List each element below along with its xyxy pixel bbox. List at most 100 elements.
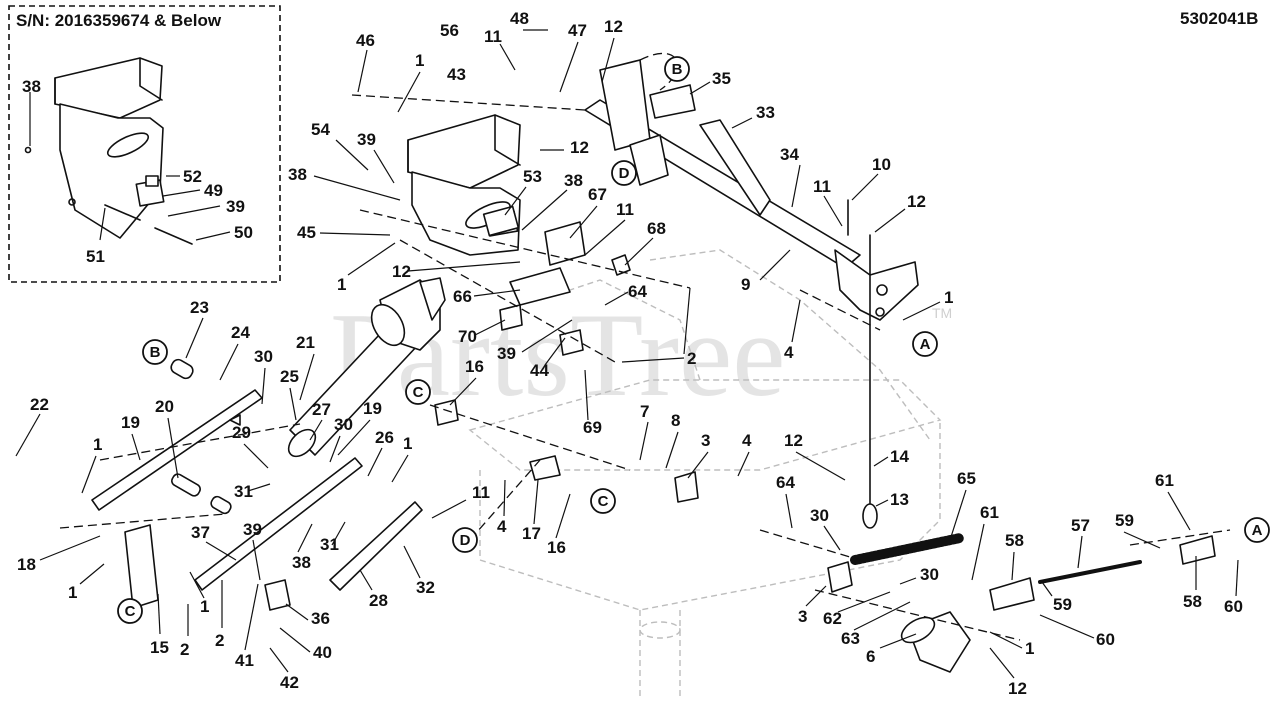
label-27: 27 — [312, 400, 331, 419]
label-61-a: 61 — [1155, 471, 1174, 490]
brackets-center — [482, 205, 631, 331]
svg-text:D: D — [619, 165, 630, 182]
label-32: 32 — [416, 578, 435, 597]
label-11-b: 11 — [813, 177, 831, 196]
label-67: 67 — [588, 185, 607, 204]
label-34: 34 — [780, 145, 799, 164]
label-11-a: 11 — [484, 27, 502, 46]
callout-c-3: C — [117, 598, 143, 624]
label-38-c: 38 — [292, 553, 311, 572]
lower-right-assembly — [434, 329, 1216, 673]
vertical-rod — [847, 199, 878, 529]
svg-text:A: A — [1252, 522, 1263, 539]
label-3-a: 3 — [701, 431, 710, 450]
label-30-c: 30 — [810, 506, 829, 525]
label-2-c: 2 — [180, 640, 189, 659]
svg-text:D: D — [460, 532, 471, 549]
label-42: 42 — [280, 673, 299, 692]
label-49: 49 — [204, 181, 223, 200]
drawing-number: 5302041B — [1180, 9, 1258, 28]
label-41: 41 — [235, 651, 254, 670]
label-61-b: 61 — [980, 503, 999, 522]
label-69: 69 — [583, 418, 602, 437]
label-59-a: 59 — [1115, 511, 1134, 530]
label-68: 68 — [647, 219, 666, 238]
label-11-c: 11 — [616, 200, 634, 219]
label-19-b: 19 — [121, 413, 140, 432]
label-11-d: 11 — [472, 483, 490, 502]
label-36: 36 — [311, 609, 330, 628]
label-15: 15 — [150, 638, 169, 657]
label-1-f: 1 — [68, 583, 77, 602]
label-39-a: 39 — [357, 130, 376, 149]
callout-d-1: D — [611, 160, 637, 186]
label-38-b: 38 — [564, 171, 583, 190]
label-66: 66 — [453, 287, 472, 306]
label-4-a: 4 — [784, 343, 794, 362]
label-44: 44 — [530, 361, 549, 380]
label-43: 43 — [447, 65, 466, 84]
label-58-b: 58 — [1183, 592, 1202, 611]
label-30-b: 30 — [334, 415, 353, 434]
label-14: 14 — [890, 447, 909, 466]
label-56: 56 — [440, 21, 459, 40]
label-33: 33 — [756, 103, 775, 122]
label-26: 26 — [375, 428, 394, 447]
label-53: 53 — [523, 167, 542, 186]
label-54: 54 — [311, 120, 330, 139]
svg-text:B: B — [672, 61, 683, 78]
label-9: 9 — [741, 275, 750, 294]
label-13: 13 — [890, 490, 909, 509]
callout-b-1: B — [664, 56, 690, 82]
label-10: 10 — [872, 155, 891, 174]
label-21: 21 — [296, 333, 315, 352]
callout-c-2: C — [590, 488, 616, 514]
callout-b-2: B — [142, 339, 168, 365]
inset-title: S/N: 2016359674 & Below — [16, 11, 222, 30]
label-1-b: 1 — [337, 275, 346, 294]
label-6: 6 — [866, 647, 875, 666]
label-51: 51 — [86, 247, 105, 266]
label-20: 20 — [155, 397, 174, 416]
label-3-b: 3 — [798, 607, 807, 626]
left-linkage — [91, 358, 423, 611]
label-59-b: 59 — [1053, 595, 1072, 614]
label-39-b: 39 — [497, 344, 516, 363]
label-63: 63 — [841, 629, 860, 648]
label-12-c: 12 — [907, 192, 926, 211]
label-39-c: 39 — [243, 520, 262, 539]
label-30-d: 30 — [920, 565, 939, 584]
callout-a-2: A — [1244, 517, 1270, 543]
label-12-f: 12 — [1008, 679, 1027, 698]
label-12-a: 12 — [604, 17, 623, 36]
label-4-c: 4 — [497, 517, 507, 536]
label-37: 37 — [191, 523, 210, 542]
label-50: 50 — [234, 223, 253, 242]
label-19-a: 19 — [363, 399, 382, 418]
label-46: 46 — [356, 31, 375, 50]
label-30-a: 30 — [254, 347, 273, 366]
label-45: 45 — [297, 223, 316, 242]
label-62: 62 — [823, 609, 842, 628]
label-24: 24 — [231, 323, 250, 342]
label-1-e: 1 — [403, 434, 412, 453]
label-29: 29 — [232, 423, 251, 442]
label-1-c: 1 — [944, 288, 953, 307]
svg-text:B: B — [150, 344, 161, 361]
label-64-a: 64 — [628, 282, 647, 301]
callout-d-2: D — [452, 527, 478, 553]
label-35: 35 — [712, 69, 731, 88]
label-52: 52 — [183, 167, 202, 186]
label-70: 70 — [458, 327, 477, 346]
svg-text:C: C — [598, 493, 609, 510]
label-64-b: 64 — [776, 473, 795, 492]
label-38-inset: 38 — [22, 77, 41, 96]
label-38-a: 38 — [288, 165, 307, 184]
label-57: 57 — [1071, 516, 1090, 535]
label-47: 47 — [568, 21, 587, 40]
label-40: 40 — [313, 643, 332, 662]
label-2-b: 2 — [215, 631, 224, 650]
part-labels: 46 1 43 56 11 48 47 12 35 33 54 39 12 34… — [17, 9, 1243, 698]
inset-pedal-assembly — [24, 57, 193, 245]
